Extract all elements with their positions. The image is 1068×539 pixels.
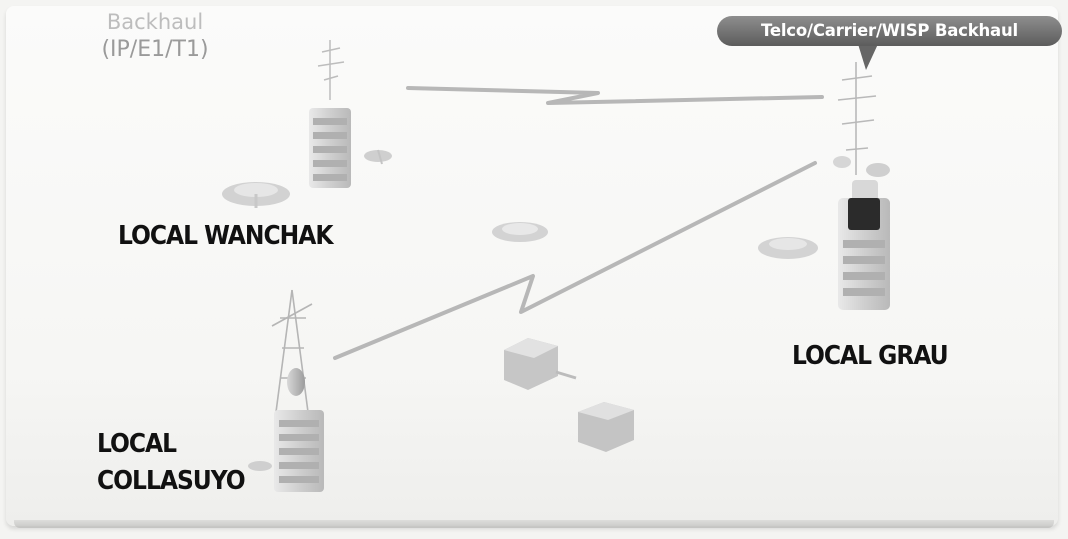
- site-label-collasuyo-line1: LOCAL: [97, 429, 176, 459]
- callout-text: Telco/Carrier/WISP Backhaul: [717, 16, 1062, 46]
- site-label-grau: LOCAL GRAU: [792, 341, 948, 371]
- site-label-wanchak: LOCAL WANCHAK: [118, 221, 332, 251]
- site-label-collasuyo-line2: COLLASUYO: [97, 466, 245, 496]
